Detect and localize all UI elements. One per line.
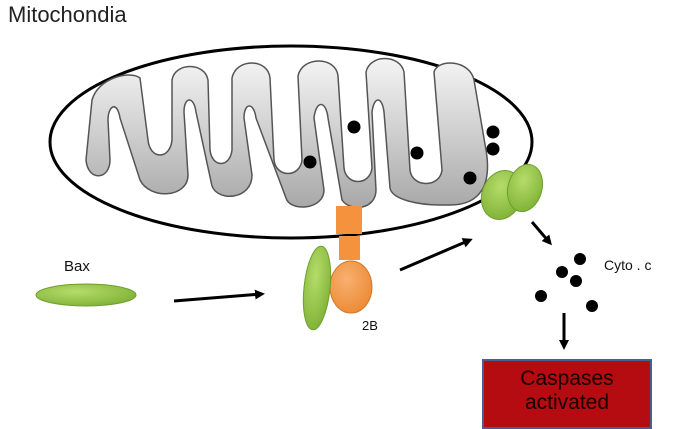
bcl2-label: 2B bbox=[362, 318, 378, 333]
bcl2-anchor-lower bbox=[339, 236, 360, 260]
released-cyto-c-dot bbox=[570, 275, 582, 287]
released-cyto-c-dot bbox=[586, 300, 598, 312]
released-cyto-c-dot bbox=[535, 290, 547, 302]
arrow-pore-to-cyto bbox=[532, 222, 550, 243]
released-cyto-c-dot bbox=[556, 266, 568, 278]
cyto-c-dot bbox=[304, 156, 317, 169]
cyto-c-dot bbox=[464, 172, 477, 185]
cyto-c-dot bbox=[348, 121, 361, 134]
caspase-box-line1: Caspases bbox=[484, 367, 650, 391]
arrow-complex-to-pore bbox=[400, 240, 470, 270]
cyto-c-dot bbox=[487, 126, 500, 139]
bcl2-anchor-upper bbox=[336, 206, 362, 234]
caspase-box-line2: activated bbox=[484, 391, 650, 415]
arrow-bax-to-complex bbox=[174, 294, 262, 301]
bcl2-protein bbox=[330, 261, 372, 313]
bax-protein bbox=[36, 284, 136, 306]
bax-label: Bax bbox=[64, 258, 90, 275]
bax-bound-protein bbox=[300, 245, 335, 331]
mitochondria-diagram bbox=[0, 0, 681, 418]
cyto-c-dot bbox=[487, 143, 500, 156]
cyto-c-label: Cyto . c bbox=[604, 257, 651, 273]
cyto-c-dot bbox=[411, 147, 424, 160]
released-cyto-c-dot bbox=[574, 253, 586, 265]
caspases-activated-box: Caspases activated bbox=[482, 359, 652, 429]
